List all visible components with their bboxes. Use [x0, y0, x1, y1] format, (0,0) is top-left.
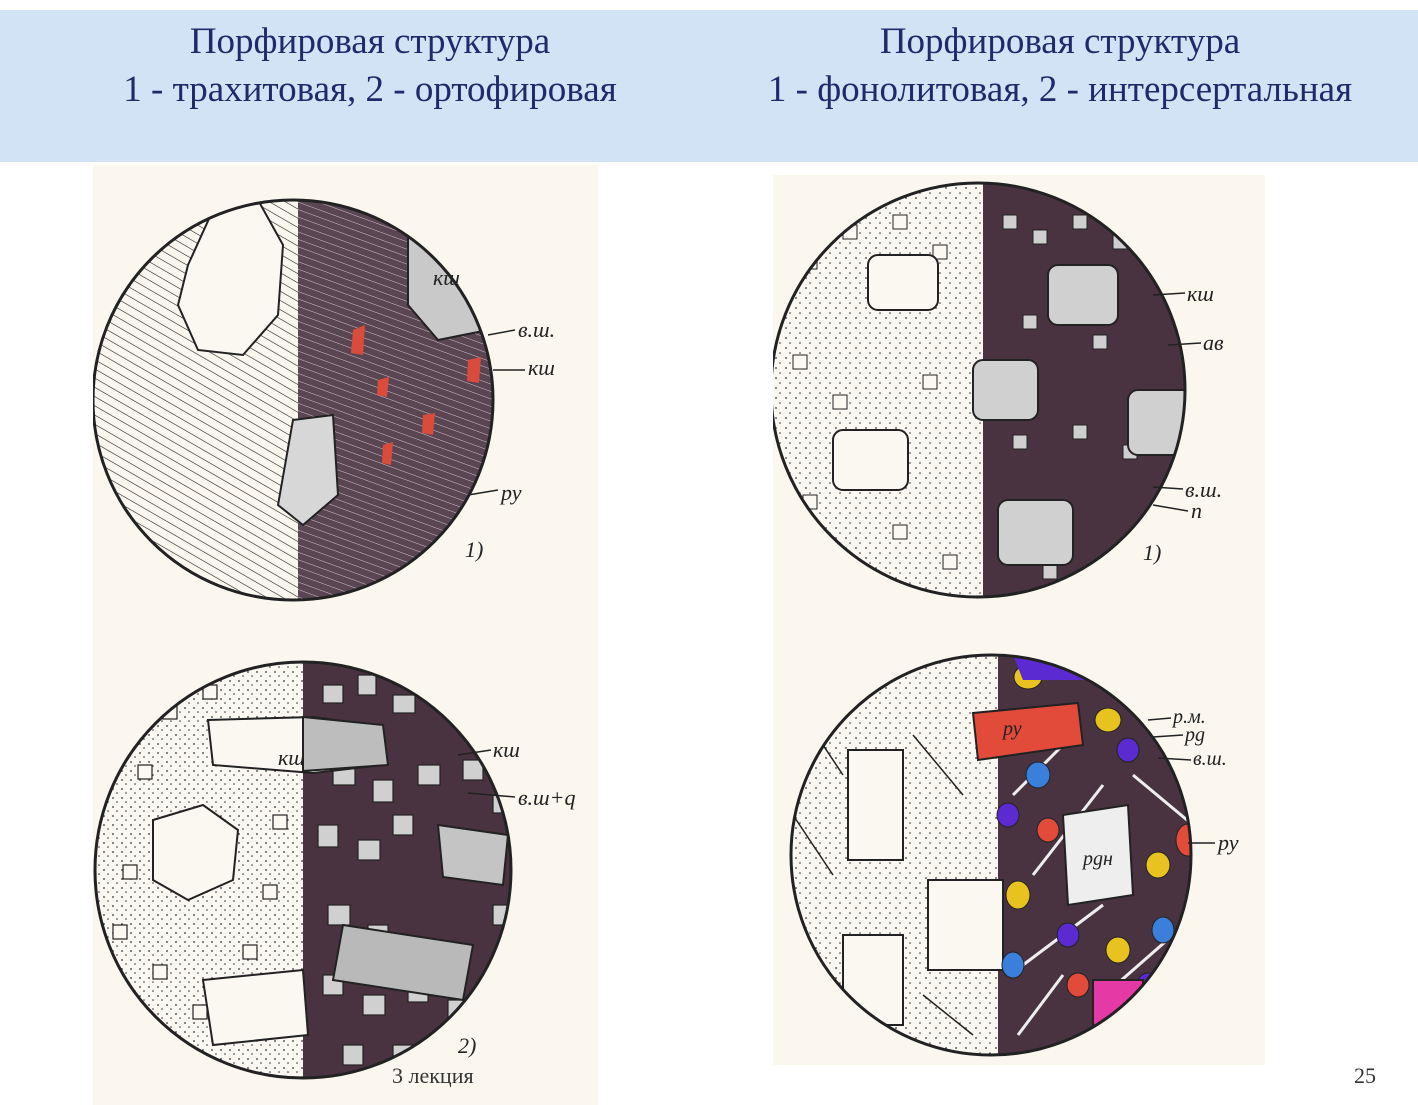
label-ru-inner-right: ру [1001, 718, 1022, 740]
lecture-label: 3 лекция [392, 1063, 474, 1088]
label-rdn-right: рgн [1081, 848, 1113, 870]
label-vsh-right-top: в.ш. [1185, 477, 1222, 502]
label-av-right-top: ав [1203, 330, 1224, 355]
right-title: Порфировая структура 1 - фонолитовая, 2 … [715, 18, 1405, 114]
left-title: Порфировая структура 1 - трахитовая, 2 -… [40, 18, 700, 114]
label-vsh-right-bottom: в.ш. [1193, 748, 1227, 770]
label-ksh-top: кш [528, 355, 555, 380]
label-number-top: 1) [465, 537, 483, 562]
label-rd-right: рg [1183, 724, 1205, 746]
left-title-line1: Порфировая структура [189, 21, 551, 62]
label-vsh-top: в.ш. [518, 317, 555, 342]
left-title-line2: 1 - трахитовая, 2 - ортофировая [123, 69, 617, 110]
left-illustration-panel: кш в.ш. кш ру 1) [93, 165, 598, 1105]
header-band [0, 10, 1418, 162]
right-title-line1: Порфировая структура [879, 21, 1241, 62]
label-ru-right-bottom: ру [1216, 830, 1239, 855]
label-ksh-inner-top: кш [433, 265, 460, 290]
label-vshq-bottom: в.ш+q [518, 785, 576, 810]
label-rm-right: р.м. [1171, 706, 1206, 728]
label-ksh-bottom: кш [493, 737, 520, 762]
page-number: 25 [1354, 1063, 1376, 1088]
label-p-right-top: п [1191, 498, 1202, 523]
right-illustration: кш ав в.ш. п 1) [773, 175, 1265, 1065]
right-illustration-panel: кш ав в.ш. п 1) [773, 175, 1265, 1065]
left-illustration: кш в.ш. кш ру 1) [93, 165, 598, 1105]
label-number-right-top: 1) [1143, 540, 1161, 565]
right-title-line2: 1 - фонолитовая, 2 - интерсертальная [767, 69, 1353, 110]
label-number-bottom: 2) [458, 1033, 476, 1058]
label-ru-top: ру [499, 480, 522, 505]
label-ksh-right-top: кш [1187, 281, 1214, 306]
label-ksh-inner-bottom: кш [278, 745, 305, 770]
